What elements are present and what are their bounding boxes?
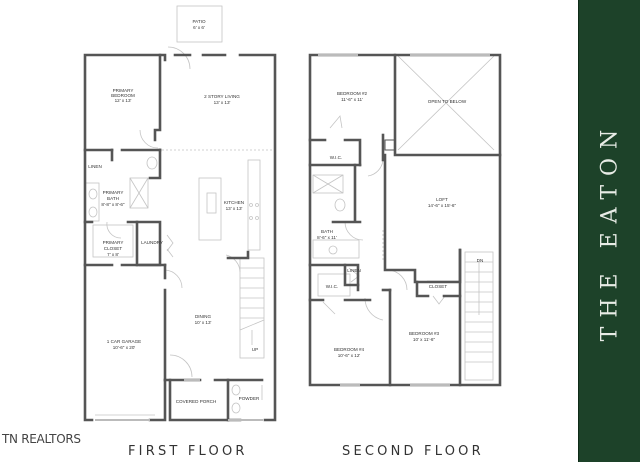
living-dims: 13' x 13' xyxy=(214,100,231,105)
stairs-up-label: UP xyxy=(252,347,258,352)
kitchen-dims: 13' x 13' xyxy=(226,206,243,211)
stairs-second xyxy=(464,251,494,381)
loft-label: LOFT xyxy=(436,197,448,202)
laundry-label: LAUNDRY xyxy=(141,240,163,245)
primary-bedroom-label-2: BEDROOM xyxy=(111,93,135,98)
dining-label: DINING xyxy=(195,314,212,319)
closet-label: CLOSET xyxy=(429,284,448,289)
open-below-label: OPEN TO BELOW xyxy=(428,99,467,104)
living-label: 2 STORY LIVING xyxy=(204,94,240,99)
garage-dims: 10'-6" x 20' xyxy=(113,345,136,350)
second-floor-walls xyxy=(308,53,502,387)
bedroom3-dims: 10' x 11'-6" xyxy=(413,337,436,342)
primary-bath-label-2: BATH xyxy=(107,196,119,201)
covered-porch-label: COVERED PORCH xyxy=(176,399,217,404)
wic1-label: W.I.C. xyxy=(330,155,343,160)
stairs-first xyxy=(239,257,265,359)
plan-title: THE EATON xyxy=(597,120,623,342)
primary-closet-dims: 7' x 8' xyxy=(107,252,119,257)
primary-bath-dims: 8'-8" x 8'-6" xyxy=(101,202,125,207)
title-panel: THE EATON xyxy=(578,0,640,462)
bedroom4-dims: 10'-6" x 12' xyxy=(338,353,361,358)
patio-outline xyxy=(176,5,223,43)
dining-dims: 10' x 13' xyxy=(195,320,212,325)
linen2-label: LINEN xyxy=(347,268,361,273)
kitchen-label: KITCHEN xyxy=(224,200,244,205)
garage-label: 1 CAR GARAGE xyxy=(107,339,141,344)
second-floor-label: SECOND FLOOR xyxy=(342,444,484,459)
first-floor-label: FIRST FLOOR xyxy=(128,444,248,459)
primary-bedroom-dims: 12' x 13' xyxy=(115,98,132,103)
patio-dims: 6' x 6' xyxy=(193,25,205,30)
stairs-dn-label: DN xyxy=(477,258,484,263)
primary-bath-label: PRIMARY xyxy=(103,190,124,195)
primary-bedroom-label: PRIMARY xyxy=(113,88,134,93)
kitchen-island xyxy=(198,177,222,241)
bedroom2-dims: 11'-6" x 11' xyxy=(341,97,363,102)
bath-dims: 8'-6" x 11' xyxy=(317,235,337,240)
first-floor-walls xyxy=(83,53,277,422)
watermark: TN REALTORS xyxy=(2,432,81,446)
bedroom2-label: BEDROOM #2 xyxy=(337,91,368,96)
powder-label: POWDER xyxy=(239,396,260,401)
loft-dims: 14'-6" x 15'-6" xyxy=(428,203,457,208)
primary-closet-label-2: CLOSET xyxy=(104,246,123,251)
patio-label: PATIO xyxy=(192,19,206,24)
bedroom3-label: BEDROOM #3 xyxy=(409,331,440,336)
wic2-label: W.I.C. xyxy=(326,284,339,289)
primary-closet-label: PRIMARY xyxy=(103,240,124,245)
bath-label: BATH xyxy=(321,229,333,234)
linen-label: LINEN xyxy=(88,164,102,169)
bedroom4-label: BEDROOM #4 xyxy=(334,347,365,352)
